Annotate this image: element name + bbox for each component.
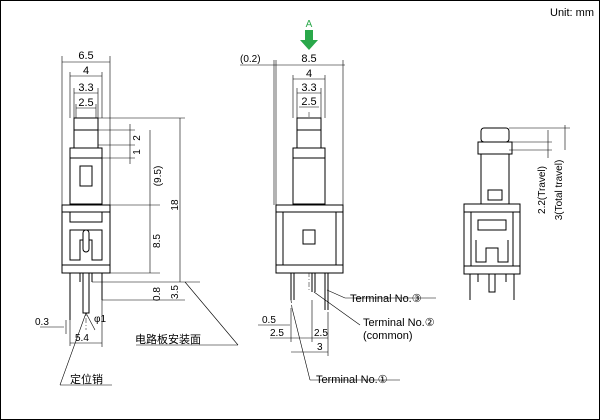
terminal-2-common: (common)	[363, 330, 413, 342]
terminal-2-label: Terminal No.②	[363, 317, 435, 329]
terminal-3-label: Terminal No.③	[350, 293, 422, 305]
arrow-label: A	[306, 19, 313, 30]
locating-pin	[82, 272, 90, 314]
dim-0-8: 0.8	[152, 287, 163, 301]
locating-pin-label: 定位销	[70, 372, 103, 386]
board-mount-label: 电路板安装面	[135, 332, 201, 346]
dim-9-5: (9.5)	[153, 166, 164, 187]
terminal-1-label: Terminal No.①	[316, 374, 388, 386]
left-side-view: 6.5 4 3.3 2.5	[35, 50, 239, 386]
arrow-a-icon	[300, 30, 318, 50]
front-view: A (0.2) 8.5 4 3.3 2.5	[240, 19, 436, 386]
dim-2: 2	[132, 135, 143, 141]
dim-total-travel: 3(Total travel)	[554, 160, 565, 221]
dim-3-3: 3.3	[78, 82, 93, 94]
dim-2-5: 2.5	[78, 97, 93, 109]
right-housing	[463, 203, 521, 275]
dim-0-3: 0.3	[35, 317, 49, 328]
dim-0-2: (0.2)	[240, 54, 261, 65]
front-plunger-cap	[296, 117, 322, 149]
dim-0-5: 0.5	[262, 315, 276, 326]
unit-label: Unit: mm	[550, 7, 594, 19]
dim-3: 3	[317, 342, 323, 353]
dim-3-3-front: 3.3	[301, 82, 316, 94]
plunger-cap	[73, 117, 99, 149]
dim-1: 1	[132, 149, 143, 155]
dim-5-4: 5.4	[75, 333, 89, 344]
dim-phi-1: φ1	[94, 314, 106, 325]
dim-18: 18	[170, 199, 181, 211]
dim-2-5-a: 2.5	[270, 328, 284, 339]
right-side-view: 2.2(Travel) 3(Total travel)	[463, 125, 570, 300]
dim-travel: 2.2(Travel)	[537, 166, 548, 214]
right-plunger-cap	[480, 127, 510, 143]
dim-2-5-front: 2.5	[301, 96, 316, 108]
dim-2-5-b: 2.5	[314, 328, 328, 339]
dim-4: 4	[83, 65, 89, 77]
dim-8-5: 8.5	[152, 234, 163, 248]
dim-8-5-front: 8.5	[301, 53, 316, 65]
dim-4-front: 4	[306, 68, 312, 80]
dim-6-5: 6.5	[78, 50, 93, 62]
dim-3-5: 3.5	[170, 285, 181, 299]
